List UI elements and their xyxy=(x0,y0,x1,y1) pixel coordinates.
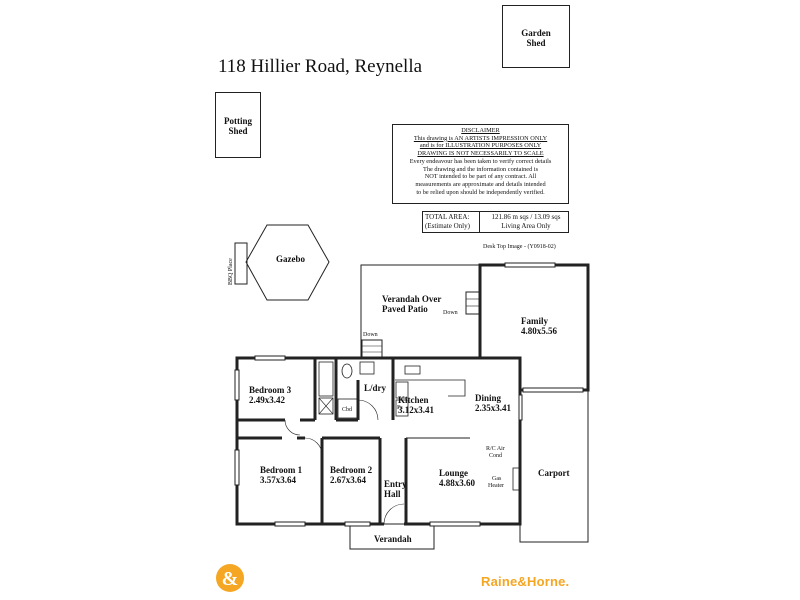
kitchen-label: Kitchen xyxy=(398,395,429,405)
family-label: Family xyxy=(521,316,548,326)
lounge-size: 4.88x3.60 xyxy=(439,478,476,488)
gazebo-shape xyxy=(245,224,330,301)
potting-shed-label: Potting Shed xyxy=(224,116,252,136)
potting-shed: Potting Shed xyxy=(215,92,261,158)
patio-label-line1: Verandah Over xyxy=(382,294,441,304)
disclaimer-line: DRAWING IS NOT NECESSARILY TO SCALE xyxy=(417,150,544,158)
disclaimer-heading: DISCLAIMER xyxy=(461,127,500,134)
front-verandah-label: Verandah xyxy=(374,534,412,544)
bbq-place-shape xyxy=(234,242,248,285)
family-size: 4.80x5.56 xyxy=(521,326,558,336)
disclaimer-line: and is for ILLUSTRATION PURPOSES ONLY xyxy=(419,142,542,150)
bbq-place-label: BBQ Place xyxy=(228,258,234,285)
lounge-label: Lounge xyxy=(439,468,468,478)
carport-outline xyxy=(519,389,589,543)
house-wall-east xyxy=(404,358,522,526)
hall-label: Hall xyxy=(384,489,401,499)
bedroom1-label: Bedroom 1 xyxy=(260,465,303,475)
aircon-label-line2: Cond xyxy=(489,453,502,459)
bedroom3-size: 2.49x3.42 xyxy=(249,395,286,405)
disclaimer-box: DISCLAIMER This drawing is AN ARTISTS IM… xyxy=(392,124,569,204)
property-address: 118 Hillier Road, Reynella xyxy=(218,56,423,77)
image-reference: Desk Top Image - (Y0918-02) xyxy=(483,244,556,250)
entry-label: Entry xyxy=(384,479,407,489)
carport-label: Carport xyxy=(538,468,570,478)
house-wall-west xyxy=(235,356,384,526)
area-table: TOTAL AREA: (Estimate Only) 121.86 m sqs… xyxy=(422,211,569,233)
bedroom2-label: Bedroom 2 xyxy=(330,465,373,475)
garden-shed: Garden Shed xyxy=(502,5,570,68)
garden-shed-label: Garden Shed xyxy=(521,28,551,48)
area-value: 121.86 m sqs / 13.09 sqs xyxy=(491,213,561,221)
brand-logo-text: Raine&Horne. xyxy=(481,574,570,589)
stairs-down-label: Down xyxy=(363,332,378,338)
bedroom1-size: 3.57x3.64 xyxy=(260,475,297,485)
area-label: (Estimate Only) xyxy=(425,222,470,230)
area-value: Living Area Only xyxy=(501,222,551,230)
gas-heater-label-line1: Gas xyxy=(492,476,502,482)
front-verandah-outline xyxy=(349,523,435,550)
dining-label: Dining xyxy=(475,393,502,403)
area-values: 121.86 m sqs / 13.09 sqs Living Area Onl… xyxy=(483,213,569,231)
patio-outline xyxy=(360,264,480,358)
dining-size: 2.35x3.41 xyxy=(475,403,512,413)
disclaimer-line: to be relied upon should be independentl… xyxy=(416,188,545,196)
disclaimer-line: measurements are approximate and details… xyxy=(415,180,546,188)
gas-heater-label-line2: Heater xyxy=(488,483,504,489)
kitchen-size: 3.12x3.41 xyxy=(398,405,435,415)
disclaimer-line: Every endeavour has been taken to verify… xyxy=(409,157,552,165)
aircon-label-line1: R/C Air xyxy=(486,446,505,452)
disclaimer-line: This drawing is AN ARTISTS IMPRESSION ON… xyxy=(413,134,548,142)
area-divider xyxy=(479,212,480,232)
cupboard-label: Cbd xyxy=(342,407,352,413)
bedroom2-size: 2.67x3.64 xyxy=(330,475,367,485)
disclaimer-line: The drawing and the information containe… xyxy=(422,165,539,173)
patio-label-line2: Paved Patio xyxy=(382,304,428,314)
family-stairs-down-label: Down xyxy=(443,310,458,316)
ampersand-logo-icon: & xyxy=(216,564,244,592)
area-labels: TOTAL AREA: (Estimate Only) xyxy=(425,213,470,231)
laundry-label: L/dry xyxy=(364,383,387,393)
gazebo-label: Gazebo xyxy=(276,254,305,264)
disclaimer-line: NOT intended to be part of any contract.… xyxy=(424,173,537,181)
svg-text:&: & xyxy=(222,568,239,590)
bedroom3-label: Bedroom 3 xyxy=(249,385,292,395)
fridge-space-label: Fs xyxy=(397,405,403,411)
area-label: TOTAL AREA: xyxy=(425,213,470,221)
